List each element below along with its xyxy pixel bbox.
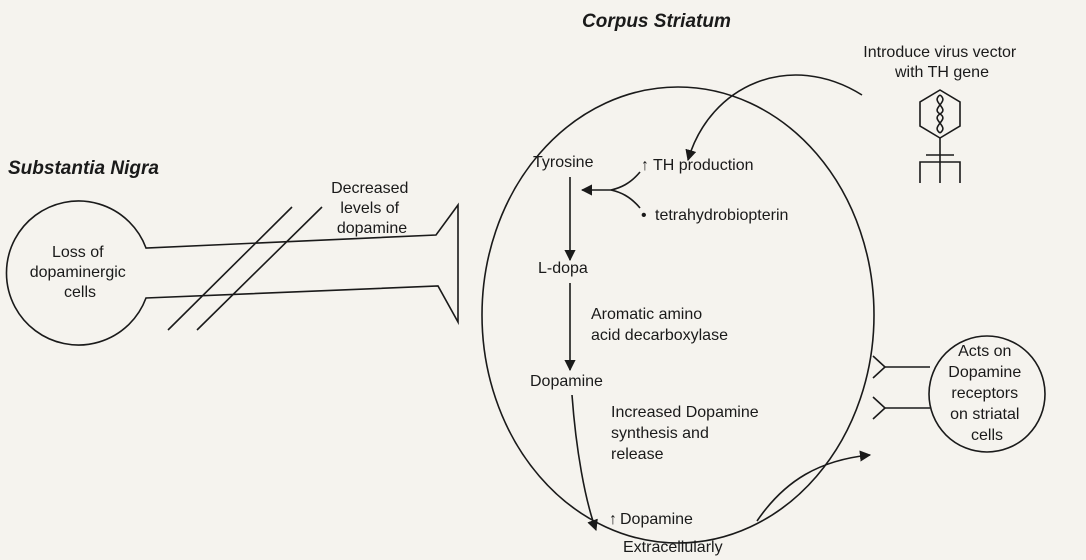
- th-bracket-upper: [611, 172, 640, 190]
- extracellular-dopamine-label: Dopamine: [620, 511, 693, 528]
- virus-vector-label: Introduce virus vector with TH gene: [863, 44, 1020, 81]
- receptor-line-4: on striatal: [950, 406, 1019, 423]
- receptor-icon-1: [873, 356, 885, 378]
- extracellularly-label: Extracellularly: [623, 539, 723, 556]
- virus-line-2: with TH gene: [894, 64, 989, 81]
- decreased-line-3: dopamine: [337, 220, 407, 237]
- increased-synthesis-label: Increased Dopamine synthesis and release: [611, 404, 763, 463]
- receptor-line-2: Dopamine: [948, 364, 1021, 381]
- decreased-line-1: Decreased: [331, 180, 408, 197]
- receptor-line-5: cells: [971, 427, 1003, 444]
- tetrahydrobiopterin-label: tetrahydrobiopterin: [655, 207, 788, 224]
- axon-break-line-2: [197, 207, 322, 330]
- decreased-line-2: levels of: [340, 200, 399, 217]
- virus-line-1: Introduce virus vector: [863, 44, 1017, 61]
- th-bracket-lower: [611, 190, 640, 208]
- tyrosine-label: Tyrosine: [533, 154, 594, 171]
- virus-icon: [920, 90, 960, 183]
- corpus-striatum-title: Corpus Striatum: [582, 11, 731, 32]
- ldopa-label: L-dopa: [538, 260, 588, 277]
- receptor-cell-label: Acts on Dopamine receptors on striatal c…: [948, 343, 1025, 444]
- enzyme-line-2: acid decarboxylase: [591, 327, 728, 344]
- enzyme-line-1: Aromatic amino: [591, 306, 702, 323]
- increased-line-1: Increased Dopamine: [611, 404, 759, 421]
- dopamine-label: Dopamine: [530, 373, 603, 390]
- increased-line-2: synthesis and: [611, 425, 709, 442]
- receptor-line-3: receptors: [951, 385, 1018, 402]
- th-up-icon: ↑: [641, 157, 649, 174]
- neuron-body-label: Loss of dopaminergic cells: [30, 244, 131, 301]
- bullet-icon: •: [641, 207, 647, 224]
- receptor-line-1: Acts on: [958, 343, 1011, 360]
- substantia-nigra-title: Substantia Nigra: [8, 158, 159, 179]
- receptor-icon-2: [873, 397, 885, 419]
- neuron-body-line-3: cells: [64, 284, 96, 301]
- enzyme-label: Aromatic amino acid decarboxylase: [591, 306, 728, 344]
- extracellular-up-icon: ↑: [609, 511, 617, 528]
- neuron-body-line-2: dopaminergic: [30, 264, 126, 281]
- axon-break-line-1: [168, 207, 292, 330]
- neuron-body-line-1: Loss of: [52, 244, 104, 261]
- acts-on-receptors-arrow: [757, 455, 870, 521]
- decreased-dopamine-label: Decreased levels of dopamine: [331, 180, 413, 237]
- th-production-label: TH production: [653, 157, 754, 174]
- increased-line-3: release: [611, 446, 664, 463]
